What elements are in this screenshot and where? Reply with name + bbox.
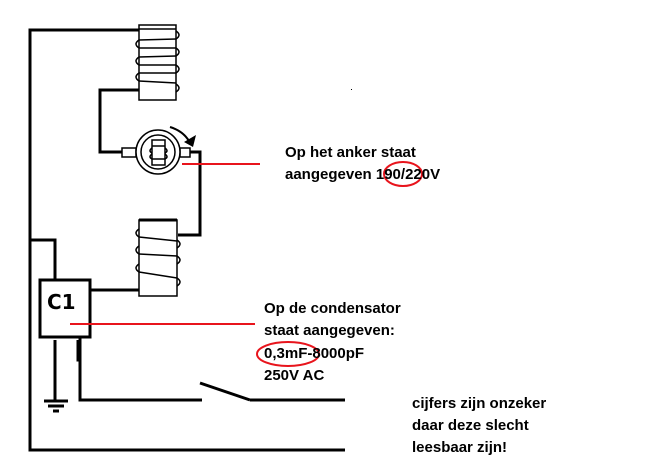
- capacitor-annotation-line1: Op de condensator: [264, 300, 401, 317]
- wire-armature-to-bottom-coil: [178, 150, 202, 237]
- capacitor-suffix: -8000pF: [307, 345, 365, 362]
- capacitor-annotation-line3: 0,3mF-8000pF: [264, 343, 364, 365]
- armature-prefix: aangegeven: [285, 166, 376, 183]
- wires: [28, 28, 345, 452]
- note-line3: leesbaar zijn!: [412, 439, 508, 456]
- capacitor-label: C1: [47, 290, 76, 314]
- wire-top-left: [28, 28, 345, 452]
- note-line1: cijfers zijn onzeker: [412, 395, 547, 412]
- field-coil-bottom-icon: [135, 218, 181, 297]
- wire-c1-to-node: [76, 340, 80, 362]
- capacitor-circled-value: 0,3mF: [264, 345, 308, 362]
- armature-annotation-line1: Op het anker staat: [285, 144, 416, 161]
- stray-dot: [351, 89, 352, 90]
- armature-annotation-line2: aangegeven 190/220V: [285, 164, 440, 186]
- armature-circled-value: 190: [375, 166, 401, 183]
- capacitor-annotation-line2: staat aangegeven:: [264, 322, 395, 339]
- note-line2: daar deze slecht: [412, 417, 529, 434]
- switch-blade: [199, 381, 251, 402]
- field-coil-top-icon: [135, 24, 180, 101]
- wire-top-coil-to-armature: [98, 88, 139, 154]
- wire-bottom-coil-to-switch: [78, 288, 202, 402]
- rotation-arrow-icon: [169, 126, 196, 147]
- circle-highlight-190: [383, 161, 423, 187]
- capacitor-c1-box: [38, 278, 92, 339]
- capacitor-annotation-line4: 250V AC: [264, 367, 325, 384]
- armature-icon: [121, 129, 191, 175]
- ground-icon: [44, 399, 68, 413]
- wire-left-to-c1: [30, 238, 57, 280]
- armature-suffix: /220V: [400, 166, 441, 183]
- circle-highlight-03mf: [256, 341, 320, 367]
